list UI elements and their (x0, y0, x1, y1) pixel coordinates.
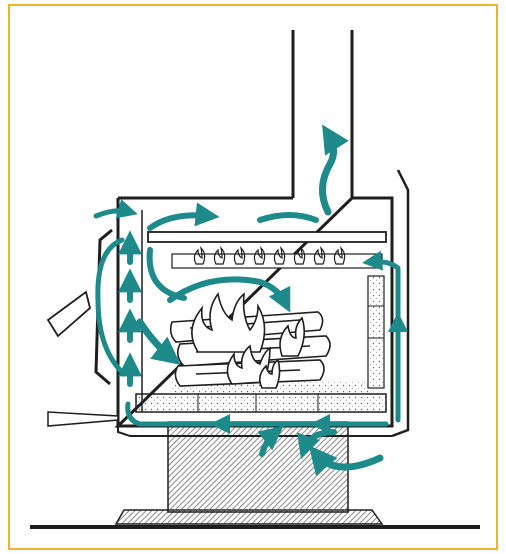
baffle-plate (148, 232, 386, 242)
firebrick-floor (136, 394, 386, 412)
firebrick-right (368, 276, 384, 388)
